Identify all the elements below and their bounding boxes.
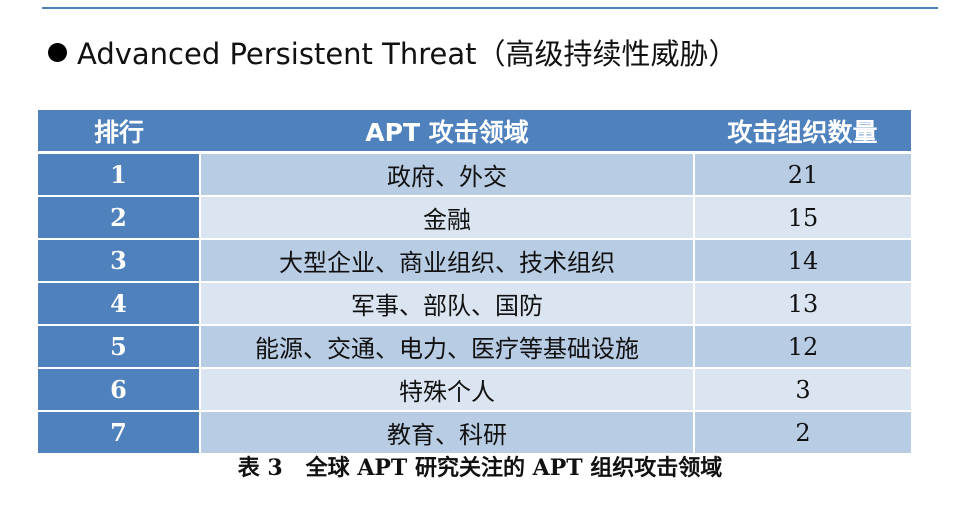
rank-cell: 5: [38, 325, 200, 369]
domain-cell: 能源、交通、电力、医疗等基础设施: [199, 325, 694, 369]
domain-cell: 特殊个人: [199, 368, 694, 412]
table-row: 2 金融 15: [38, 196, 911, 240]
count-cell: 3: [693, 368, 911, 412]
slide-heading: Advanced Persistent Threat（高级持续性威胁）: [48, 30, 738, 74]
table-row: 7 教育、科研 2: [38, 411, 911, 453]
column-header-count: 攻击组织数量: [694, 110, 911, 154]
table-row: 6 特殊个人 3: [38, 368, 911, 412]
count-cell: 21: [693, 152, 911, 197]
bullet-icon: [48, 42, 67, 62]
table-row: 4 军事、部队、国防 13: [38, 282, 911, 326]
table-row: 1 政府、外交 21: [38, 152, 911, 197]
count-cell: 14: [693, 239, 911, 283]
rank-cell: 6: [38, 368, 200, 412]
top-divider-line: [42, 7, 938, 9]
domain-cell: 政府、外交: [199, 152, 694, 197]
rank-cell: 7: [38, 411, 200, 453]
count-cell: 13: [693, 282, 911, 326]
domain-cell: 金融: [199, 196, 694, 240]
rank-cell: 4: [38, 282, 200, 326]
count-cell: 15: [693, 196, 911, 240]
table-caption: 表 3 全球 APT 研究关注的 APT 组织攻击领域: [237, 455, 723, 481]
rank-cell: 1: [38, 152, 200, 197]
table-row: 5 能源、交通、电力、医疗等基础设施 12: [38, 325, 911, 369]
domain-cell: 大型企业、商业组织、技术组织: [199, 239, 694, 283]
heading-text: Advanced Persistent Threat（高级持续性威胁）: [77, 37, 738, 71]
count-cell: 2: [693, 411, 911, 453]
domain-cell: 军事、部队、国防: [199, 282, 694, 326]
count-cell: 12: [693, 325, 911, 369]
table-header-row: 排行 APT 攻击领域 攻击组织数量: [38, 110, 911, 154]
rank-cell: 3: [38, 239, 200, 283]
column-header-rank: 排行: [38, 110, 200, 154]
apt-attack-domain-table: 排行 APT 攻击领域 攻击组织数量 1 政府、外交 21 2 金融 15 3 …: [38, 110, 911, 453]
rank-cell: 2: [38, 196, 200, 240]
domain-cell: 教育、科研: [199, 411, 694, 453]
table-row: 3 大型企业、商业组织、技术组织 14: [38, 239, 911, 283]
column-header-domain: APT 攻击领域: [200, 110, 694, 154]
